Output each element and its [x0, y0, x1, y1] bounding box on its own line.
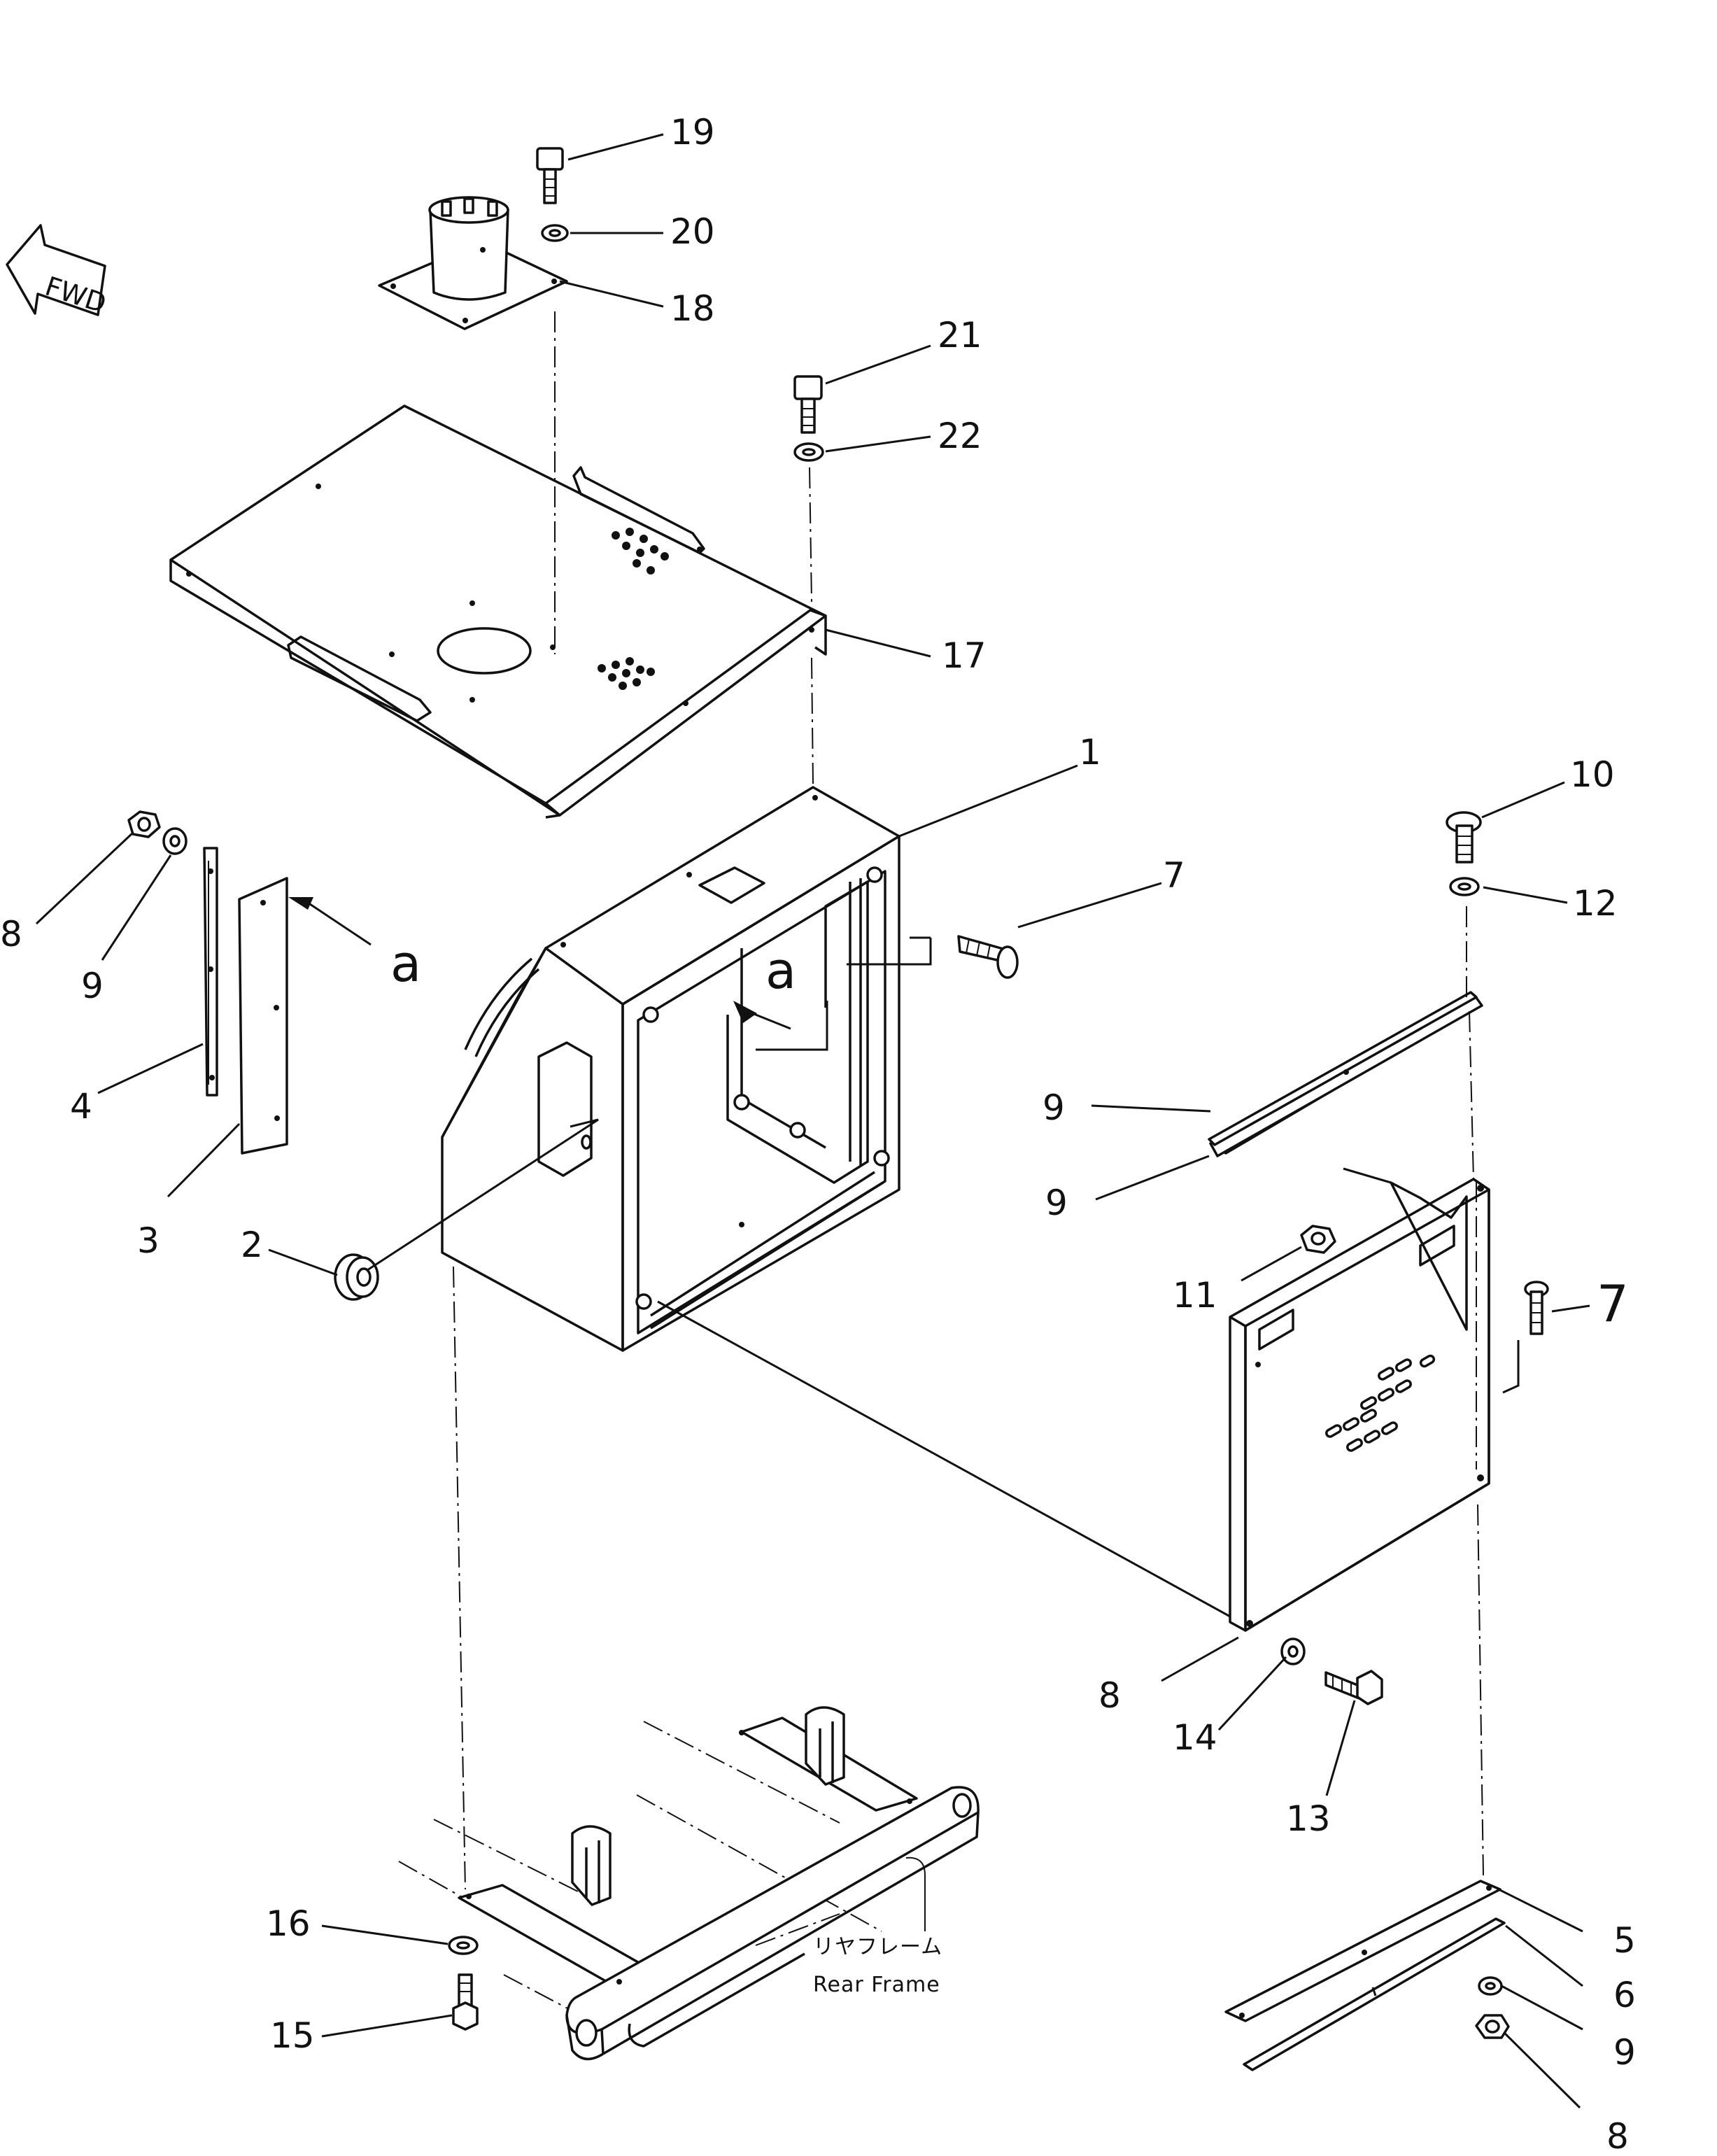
side-door-10: [1229, 1178, 1490, 1632]
rear-frame: [398, 1706, 980, 2061]
plate-3: [238, 877, 288, 1155]
callout-2: 2: [241, 1225, 263, 1265]
callout-9-right: 9: [1613, 2032, 1636, 2073]
callout-5: 5: [1613, 1920, 1636, 1961]
callout-9-left: 9: [81, 966, 104, 1006]
main-housing-1: [441, 786, 900, 1352]
callout-14: 11: [1173, 1275, 1217, 1316]
nut-8-right: [1475, 2014, 1510, 2039]
view-arrow-a-left: [288, 897, 372, 946]
strip-6: [1243, 1917, 1506, 2071]
washer-19: [448, 1936, 479, 1955]
bolt-18: [452, 1973, 479, 2031]
callout-labels: 19 20 18 21 22 17 1 7 10 12 9 9 11 7 8 1…: [670, 112, 1636, 2015]
vent-holes-top: [612, 528, 669, 575]
callout-3: 3: [137, 1220, 160, 1261]
washer-15: [1449, 877, 1480, 896]
nut-8-left: [127, 810, 161, 838]
washer-23: [541, 224, 569, 242]
callout-8-left-vis2: 8: [0, 914, 22, 954]
bolt-13: [1446, 811, 1482, 864]
bolt-16: [1324, 1670, 1383, 1705]
callout-25: 22: [938, 416, 982, 456]
callout-21: 18: [670, 288, 715, 329]
callout-7-right: 7: [1597, 1274, 1629, 1333]
washer-9-right: [1478, 1976, 1503, 1996]
washer-9-left: [162, 827, 188, 855]
callout-11: 9: [1045, 1183, 1068, 1223]
callout-12: 9: [1043, 1087, 1065, 1128]
callout-8-right: 8: [1606, 2116, 1629, 2156]
strip-4: [203, 847, 218, 1097]
callout-10: 8: [1098, 1675, 1121, 1716]
plate-11: [1208, 991, 1483, 1157]
rear-frame-label-jp: リヤフレーム: [813, 1935, 942, 1959]
callout-18: 15: [270, 2015, 315, 2056]
callout-6: 6: [1613, 1975, 1636, 2015]
bolt-7-right: [1524, 1281, 1549, 1335]
callout-1: 1: [1079, 732, 1101, 773]
callout-20: 17: [942, 635, 987, 676]
callout-23: 20: [670, 211, 715, 252]
view-arrow-a-right: [733, 1001, 791, 1030]
bolt-24: [793, 375, 823, 434]
washer-17: [1280, 1637, 1306, 1665]
assembly-lines: [367, 311, 1520, 1890]
callout-15: 12: [1573, 883, 1618, 924]
callout-13: 10: [1570, 754, 1615, 795]
door-vents: [1325, 1354, 1436, 1452]
callout-16: 13: [1286, 1798, 1331, 1839]
callout-7-upper: 7: [1163, 855, 1185, 896]
nut-14: [1300, 1225, 1336, 1254]
washer-25: [793, 442, 824, 462]
view-marker-a-right: a: [765, 941, 796, 1000]
rear-frame-label-en: Rear Frame: [813, 1973, 940, 1997]
callout-19: 16: [266, 1903, 311, 1944]
vent-holes-bottom: [598, 657, 655, 690]
bolt-22: [536, 147, 564, 204]
callout-24: 21: [938, 315, 982, 355]
view-marker-a-left: a: [390, 934, 421, 993]
callout-22: 19: [670, 112, 715, 153]
bolt-7-upper: [957, 935, 1019, 979]
callout-4: 4: [70, 1086, 92, 1127]
top-cover-20: [169, 404, 827, 819]
callout-17: 14: [1173, 1717, 1217, 1758]
leader-lines: [35, 133, 1590, 2109]
socket-plate-21: [378, 196, 568, 330]
